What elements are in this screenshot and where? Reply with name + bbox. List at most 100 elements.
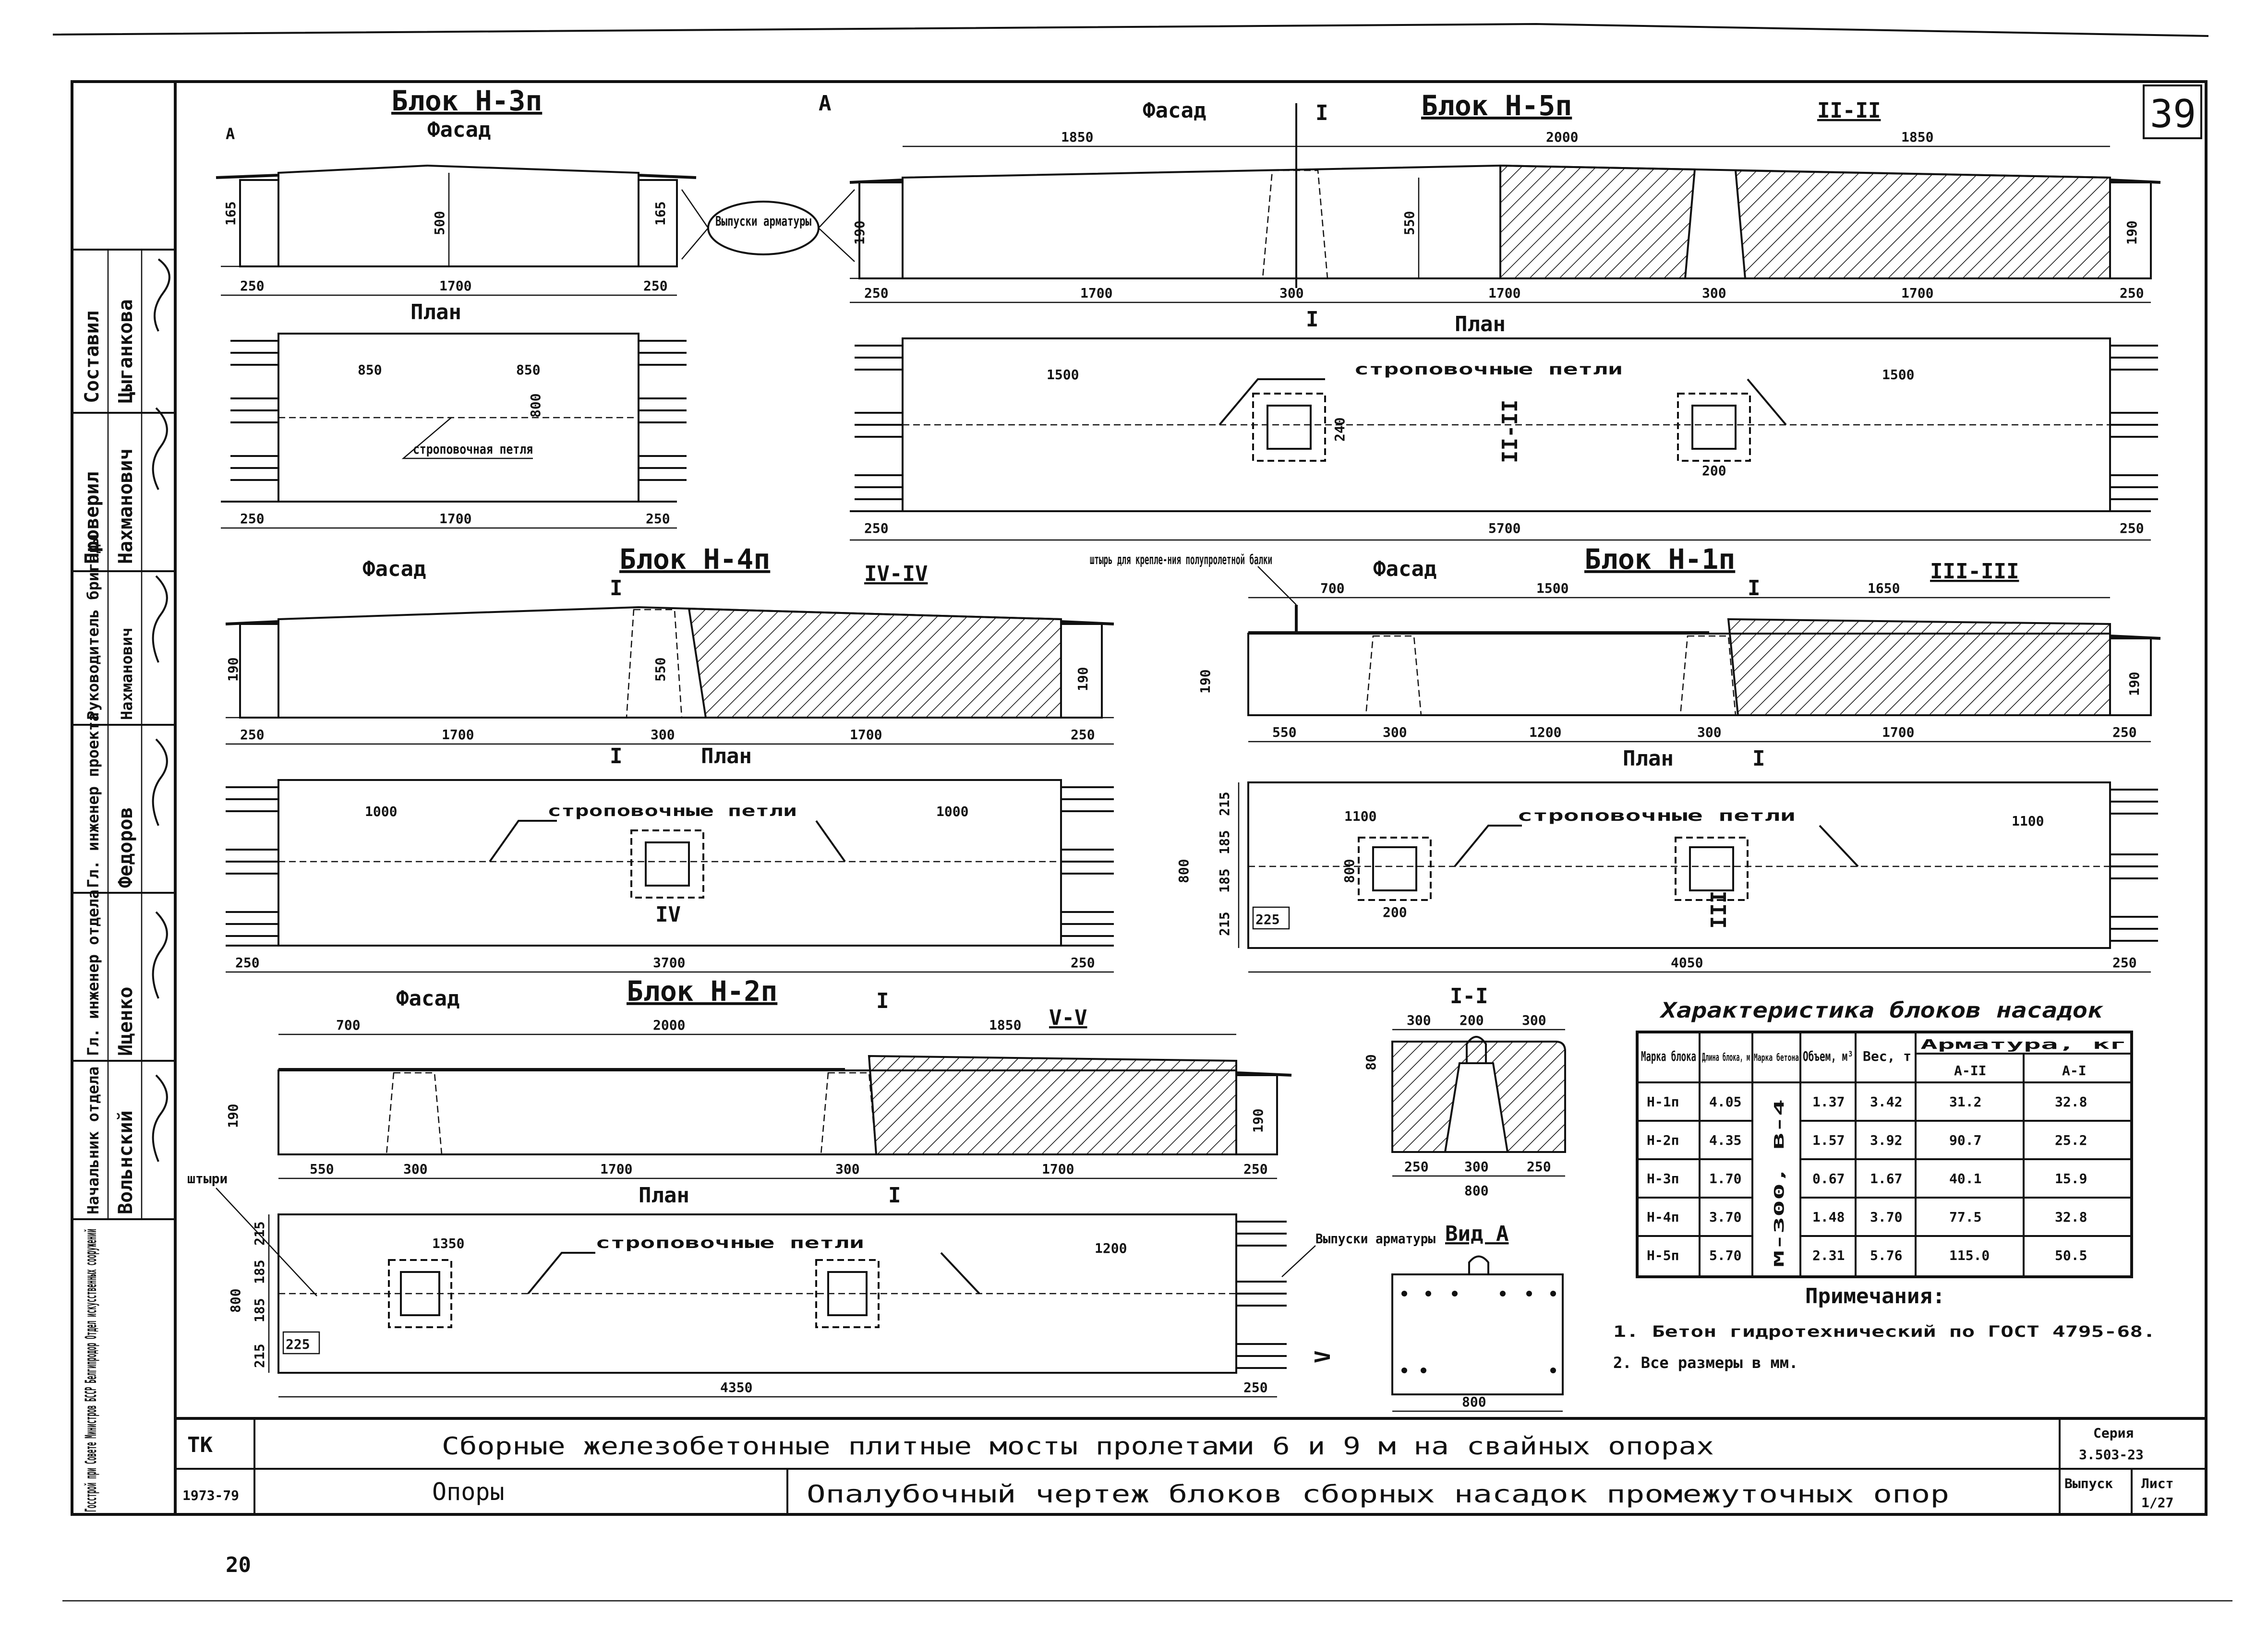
side-role-0: Составил xyxy=(81,311,103,403)
table-cell-a2: 31.2 xyxy=(1949,1094,1981,1110)
view-A-rebar-ends xyxy=(1401,1291,1556,1373)
n5p-w1: 300 xyxy=(1279,285,1304,301)
n4p-plan-rebars xyxy=(226,786,1114,937)
ii-b250a: 250 xyxy=(1404,1159,1429,1175)
n1p-plan-total: 4050 xyxy=(1671,955,1703,971)
rebar xyxy=(638,174,697,179)
n5p-l1: 1700 xyxy=(1080,285,1112,301)
ii-t300a: 300 xyxy=(1407,1012,1431,1028)
n2p-pin-label: штыри xyxy=(187,1171,228,1187)
n4p-l1: 1700 xyxy=(442,727,474,743)
n4p-l2: 1700 xyxy=(850,727,882,743)
n4p-pier-socket xyxy=(630,829,704,899)
title-block-section: Опоры xyxy=(432,1478,505,1506)
n3p-edge-right: 250 xyxy=(643,278,668,294)
n4p-plan-edge-right: 250 xyxy=(1071,955,1095,971)
table-header-rebar: Арматура, кг xyxy=(1920,1036,2127,1052)
leader-line xyxy=(681,228,709,260)
n3p-h-mid: 500 xyxy=(432,211,447,235)
n2p-p185a: 185 xyxy=(252,1260,267,1284)
table-cell-a2: 90.7 xyxy=(1949,1132,1981,1148)
n1p-loop-right xyxy=(1819,825,1859,867)
n5p-plan-sq2: 200 xyxy=(1702,463,1726,479)
n2p-p185b: 185 xyxy=(252,1298,267,1322)
title-block-ref: 1973-79 xyxy=(182,1488,239,1503)
n2p-p215b: 215 xyxy=(252,1344,267,1368)
note-item-2: 2. Все размеры в мм. xyxy=(1613,1354,1798,1372)
n2p-plan-total: 4350 xyxy=(720,1380,752,1395)
title-block-sheet-val: 1/27 xyxy=(2141,1495,2173,1511)
n5p-plan-rebars xyxy=(855,345,2158,500)
n2p-section-I-top: I xyxy=(876,989,889,1013)
n3p-h-left: 165 xyxy=(223,201,239,226)
n1p-plan-label: План xyxy=(1623,746,1674,771)
table-row: Н-2п 4.35 1.57 3.92 90.7 25.2 xyxy=(1647,1132,2087,1148)
n2p-pier-socket-right xyxy=(815,1259,880,1328)
n5p-plan-sq: 240 xyxy=(1332,417,1348,442)
title-block-sheet-title: Опалубочный чертеж блоков сборных насадо… xyxy=(807,1480,1949,1508)
n5p-hatch-left xyxy=(1499,164,1696,279)
n1p-p800: 800 xyxy=(1176,859,1192,883)
n4p-section-IV: IV-IV xyxy=(864,562,928,586)
title-block-code: ТК xyxy=(187,1433,213,1457)
n1p-section-I-plan: I xyxy=(1752,746,1765,771)
n4p-hatch xyxy=(688,607,1062,719)
n4p-plan-label: План xyxy=(701,744,752,768)
n5p-plan-left: 1500 xyxy=(1047,367,1079,383)
table-cell-a1: 50.5 xyxy=(2055,1248,2087,1263)
n1p-top-left: 700 xyxy=(1320,580,1345,596)
n3p-plan-edge-left: 250 xyxy=(240,511,265,527)
view-A-width: 800 xyxy=(1462,1394,1486,1410)
n1p-pier-socket-left xyxy=(1358,837,1432,901)
signature xyxy=(152,575,168,663)
n4p-plan-left: 1000 xyxy=(365,804,397,819)
n3p-facade-label: Фасад xyxy=(427,118,491,142)
n5p-pier-socket-right-inner xyxy=(1691,405,1737,450)
rebar xyxy=(2110,635,2161,640)
sheet-frame xyxy=(71,80,2208,1516)
n1p-plan-rebars xyxy=(2110,789,2158,942)
n4p-section-I-top: I xyxy=(610,576,623,600)
table-header-length: Длина блока, м xyxy=(1702,1052,1750,1064)
n2p-title: Блок Н-2п xyxy=(627,975,777,1008)
n1p-h-right: 190 xyxy=(2126,672,2142,696)
table-sub-header-a1: A-I xyxy=(2062,1063,2087,1079)
n5p-h-right: 190 xyxy=(2124,220,2140,245)
n5p-section-I-top: I xyxy=(1315,101,1328,125)
n5p-top-left: 1850 xyxy=(1061,129,1093,145)
n3p-plan-edge-right: 250 xyxy=(646,511,670,527)
n2p-pier-recess-right xyxy=(820,1072,877,1155)
n2p-plan-left: 1350 xyxy=(432,1236,464,1251)
table-row: Н-4п 3.70 1.48 3.70 77.5 32.8 xyxy=(1647,1209,2087,1225)
table-cell-weight: 3.70 xyxy=(1870,1209,1902,1225)
n5p-pier-socket-left-inner xyxy=(1267,405,1312,450)
side-name-1: Нахманович xyxy=(115,448,137,564)
n3p-release-label: Выпуски арматуры xyxy=(715,213,811,229)
table-header-weight: Вес, т xyxy=(1863,1048,1911,1064)
leader-line xyxy=(216,1188,317,1296)
rebar xyxy=(2110,179,2161,184)
n5p-pier-socket-left xyxy=(1252,393,1326,462)
table-cell-a1: 32.8 xyxy=(2055,1209,2087,1225)
n1p-pier-socket-left-inner xyxy=(1372,846,1417,891)
n5p-plan-edge-right: 250 xyxy=(2120,520,2144,536)
n2p-facade-label: Фасад xyxy=(396,986,459,1011)
n1p-p225-box xyxy=(1252,906,1290,930)
table-row: Н-5п 5.70 2.31 5.76 115.0 50.5 xyxy=(1647,1248,2087,1263)
n2p-plan-label: План xyxy=(639,1183,689,1208)
side-role-4: Гл. инженер отдела xyxy=(84,889,102,1056)
rebar xyxy=(225,620,279,625)
n5p-plan-right: 1500 xyxy=(1882,367,1914,383)
table-cell-length: 3.70 xyxy=(1709,1209,1741,1225)
n2p-loop-label: строповочные петли xyxy=(595,1234,864,1252)
n1p-edge-right: 250 xyxy=(2112,724,2137,740)
n2p-l2: 1700 xyxy=(1042,1161,1074,1177)
table-cell-length: 1.70 xyxy=(1709,1171,1741,1187)
leader-line xyxy=(681,189,709,228)
n4p-plan-total: 3700 xyxy=(653,955,685,971)
ii-total: 800 xyxy=(1464,1183,1489,1199)
n2p-edge-right: 250 xyxy=(1243,1161,1268,1177)
table-cell-a2: 115.0 xyxy=(1949,1248,1990,1263)
n2p-w1: 300 xyxy=(403,1161,428,1177)
n2p-edge-left: 550 xyxy=(310,1161,334,1177)
